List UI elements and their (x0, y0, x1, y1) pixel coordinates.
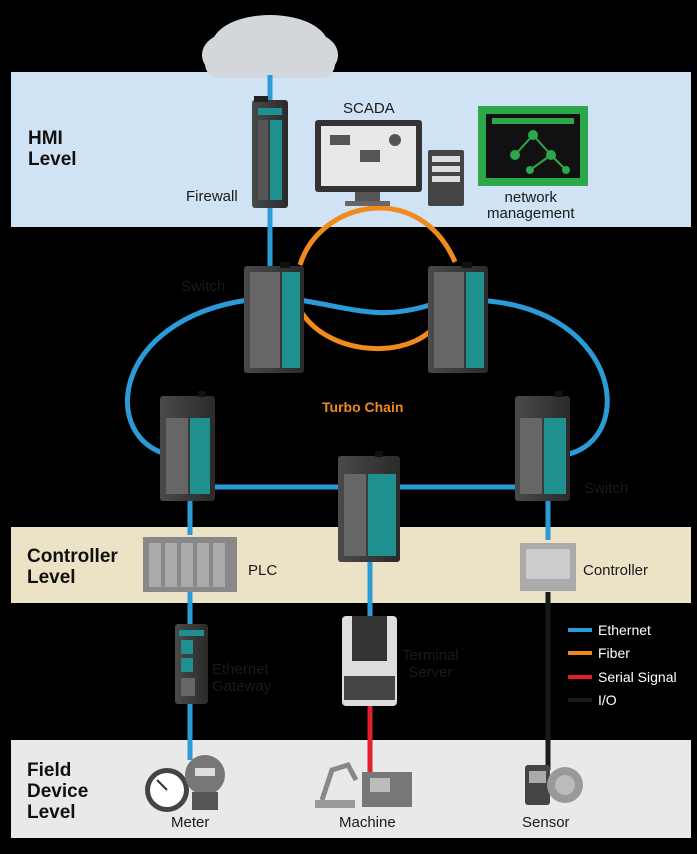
hmi-level-line1: HMI (28, 128, 63, 149)
network-management-icon (478, 106, 588, 186)
terminal-server-device (342, 616, 397, 706)
server-tower-icon (428, 150, 464, 206)
machine-icon (315, 761, 412, 808)
field-level-line2: Device (27, 781, 89, 802)
turbo-chain-label: Turbo Chain (322, 399, 404, 415)
hmi-level-label: HMI Level (28, 128, 77, 170)
legend-io: I/O (598, 692, 617, 708)
legend-fiber: Fiber (598, 645, 630, 661)
controller-level-label: Controller Level (27, 546, 118, 588)
firewall-label: Firewall (186, 188, 238, 205)
terminal-line2: Server (408, 664, 453, 681)
switch-left (160, 391, 215, 501)
hmi-level-line2: Level (28, 149, 77, 170)
ethernet-links (125, 75, 610, 760)
plc-label: PLC (248, 562, 278, 579)
controller-device (520, 543, 576, 591)
ethernet-gateway-device (175, 624, 208, 704)
plc-device (143, 537, 237, 592)
scada-monitor-icon (315, 120, 422, 206)
field-level-label: Field Device Level (27, 760, 88, 823)
field-level-line1: Field (27, 760, 72, 781)
nm-line1: network (504, 189, 558, 206)
sensor-label: Sensor (522, 814, 570, 831)
meter-label: Meter (171, 814, 210, 831)
nm-line2: management (487, 205, 575, 222)
cloud-icon (202, 15, 338, 78)
ethernet-gateway-label: Ethernet Gateway (212, 661, 271, 695)
switch-label-top: Switch (181, 278, 226, 295)
gateway-line2: Gateway (212, 678, 272, 695)
firewall-device (252, 96, 288, 208)
machine-label: Machine (339, 814, 396, 831)
terminal-line1: Terminal (402, 647, 459, 664)
sensor-icon (525, 765, 583, 805)
controller-label: Controller (583, 562, 649, 579)
terminal-server-label: Terminal Server (402, 647, 459, 681)
meter-icon (145, 755, 225, 812)
legend-ethernet: Ethernet (598, 622, 651, 638)
network-management-label: network management (487, 190, 575, 222)
scada-label: SCADA (343, 100, 395, 117)
switch-center (338, 451, 400, 562)
controller-level-line1: Controller (27, 546, 118, 567)
legend-serial-signal: Serial Signal (598, 669, 677, 685)
switch-top-left (244, 262, 304, 373)
switch-label-right: Switch (584, 480, 629, 497)
legend-swatches (568, 628, 592, 702)
gateway-line1: Ethernet (212, 661, 269, 678)
controller-level-line2: Level (27, 567, 76, 588)
switch-top-right (428, 262, 488, 373)
switch-right (515, 391, 570, 501)
field-level-line3: Level (27, 802, 76, 823)
